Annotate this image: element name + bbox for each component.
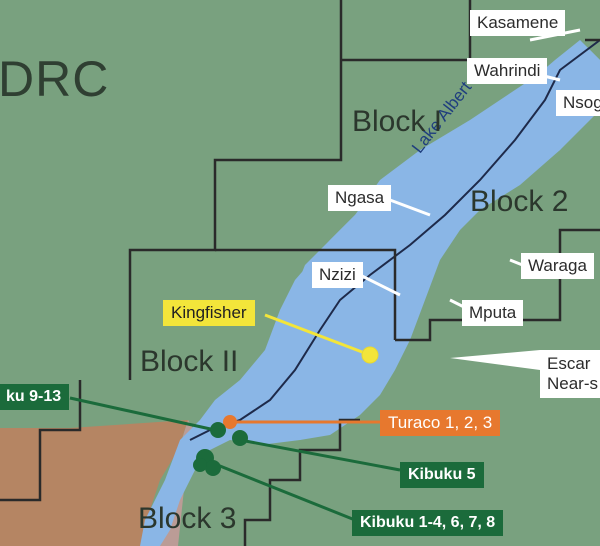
block-boundary-5: [0, 380, 82, 502]
leader-ngasa: [389, 198, 431, 217]
block-label-2: Block 2: [470, 185, 569, 218]
place-escar-line2: Near-s: [547, 374, 599, 393]
kibuku-marker-1: [210, 422, 226, 438]
field-kibuku-9-13: ku 9-13: [0, 384, 70, 410]
block-label-ii: Block II: [140, 345, 239, 378]
place-nsog: Nsog: [556, 90, 600, 116]
place-ngasa: Ngasa: [328, 185, 392, 211]
leader-nzizi: [359, 273, 401, 297]
place-kasamene: Kasamene: [470, 10, 566, 36]
lake-upper-body: [285, 50, 600, 440]
place-wahrindi: Wahrindi: [467, 58, 548, 84]
field-kibuku-1-8: Kibuku 1-4, 6, 7, 8: [352, 510, 504, 536]
kibuku-marker-2: [232, 430, 248, 446]
border-line: [189, 39, 600, 441]
brown-land-area: [0, 420, 188, 546]
leader-kibuku-9-13: [69, 396, 216, 432]
leader-escar: [450, 350, 540, 370]
kibuku-marker-5: [193, 458, 207, 472]
field-turaco: Turaco 1, 2, 3: [380, 410, 501, 436]
country-label: DRC: [0, 51, 110, 107]
place-waraga: Waraga: [521, 253, 594, 279]
block-label-3: Block 3: [138, 502, 237, 535]
place-nzizi: Nzizi: [312, 262, 363, 288]
kingfisher-marker: [361, 346, 379, 364]
block-boundary-2: [215, 248, 397, 340]
block-label-i: Block I: [352, 105, 443, 138]
field-kibuku-5: Kibuku 5: [400, 462, 484, 488]
place-escar: Escar Near-s: [540, 350, 600, 398]
leader-kingfisher: [264, 313, 371, 357]
turaco-marker: [223, 415, 237, 429]
place-escar-line1: Escar: [547, 354, 591, 373]
field-kingfisher: Kingfisher: [163, 300, 255, 326]
leader-kibuku-5: [239, 438, 401, 472]
kibuku-marker-4: [205, 460, 221, 476]
place-mputa: Mputa: [462, 300, 524, 326]
leader-kibuku-1-8: [209, 460, 356, 522]
block-boundary-6: [243, 418, 360, 546]
